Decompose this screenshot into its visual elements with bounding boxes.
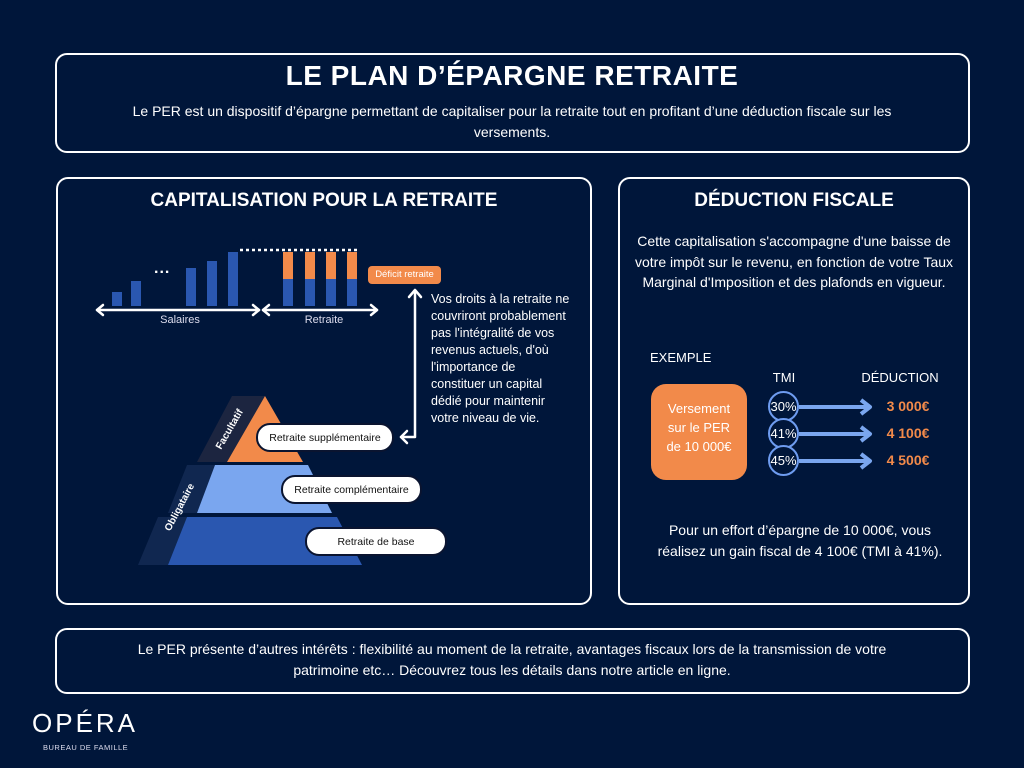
pension-bar (283, 279, 293, 306)
pension-bar (347, 279, 357, 306)
deficit-bar (283, 252, 293, 279)
facultatif-band (197, 396, 265, 462)
versement-box: Versement sur le PER de 10 000€ (651, 384, 747, 480)
retirement-explanation: Vos droits à la retraite ne couvriront p… (431, 292, 570, 425)
capitalisation-title: CAPITALISATION POUR LA RETRAITE (150, 190, 498, 211)
deduction-title: DÉDUCTION FISCALE (694, 190, 894, 211)
example-label: EXEMPLE (650, 350, 712, 365)
tmi-circle-41: 41% (768, 418, 799, 449)
capitalisation-panel (56, 177, 592, 605)
footer-box (55, 628, 970, 694)
deduction-conclusion: Pour un effort d’épargne de 10 000€, vou… (657, 522, 943, 559)
salary-bar (228, 252, 238, 306)
deduction-panel (618, 177, 970, 605)
tmi-circle-30: 30% (768, 391, 799, 422)
deficit-bar (305, 252, 315, 279)
retirement-chart (95, 248, 423, 565)
deduction-value-41: 4 100€ (886, 425, 930, 441)
deficit-retraite-badge: Déficit retraite (368, 266, 441, 284)
retraite-label: Retraite (304, 314, 344, 326)
salary-bars (112, 252, 238, 306)
deficit-bar (347, 252, 357, 279)
salary-bar (131, 281, 141, 306)
header-box (55, 53, 970, 153)
tmi-header: TMI (772, 370, 796, 385)
pension-bar (326, 279, 336, 306)
tmi-arrows (799, 398, 872, 470)
pyramid-level-base: Retraite de base (305, 527, 447, 556)
deduction-intro: Cette capitalisation s'accompagne d'une … (634, 233, 954, 290)
retirement-bars (283, 252, 357, 306)
deduction-value-30: 3 000€ (886, 398, 930, 414)
page-title: LE PLAN D’ÉPARGNE RETRAITE (285, 60, 739, 91)
chart-ellipsis: ... (154, 260, 171, 277)
deduction-value-45: 4 500€ (886, 452, 930, 468)
footer-text: Le PER présente d’autres intérêts : flex… (137, 641, 887, 678)
tmi-circle-45: 45% (768, 445, 799, 476)
pension-bar (305, 279, 315, 306)
salary-bar (112, 292, 122, 306)
logo-tagline: BUREAU DE FAMILLE (43, 743, 129, 752)
pyramid-level-supplementaire: Retraite supplémentaire (256, 423, 394, 452)
pyramid-level-complementaire: Retraite complémentaire (281, 475, 422, 504)
salaires-label: Salaires (160, 314, 200, 326)
obligataire-band (168, 465, 215, 513)
opera-logo: OPÉRA (32, 708, 139, 738)
deduction-header: DÉDUCTION (861, 370, 939, 385)
page-subtitle: Le PER est un dispositif d’épargne perme… (132, 103, 892, 140)
salary-bar (186, 268, 196, 306)
obligataire-band (138, 517, 187, 565)
deficit-bar (326, 252, 336, 279)
salary-bar (207, 261, 217, 306)
deficit-link-arrow (399, 289, 417, 439)
